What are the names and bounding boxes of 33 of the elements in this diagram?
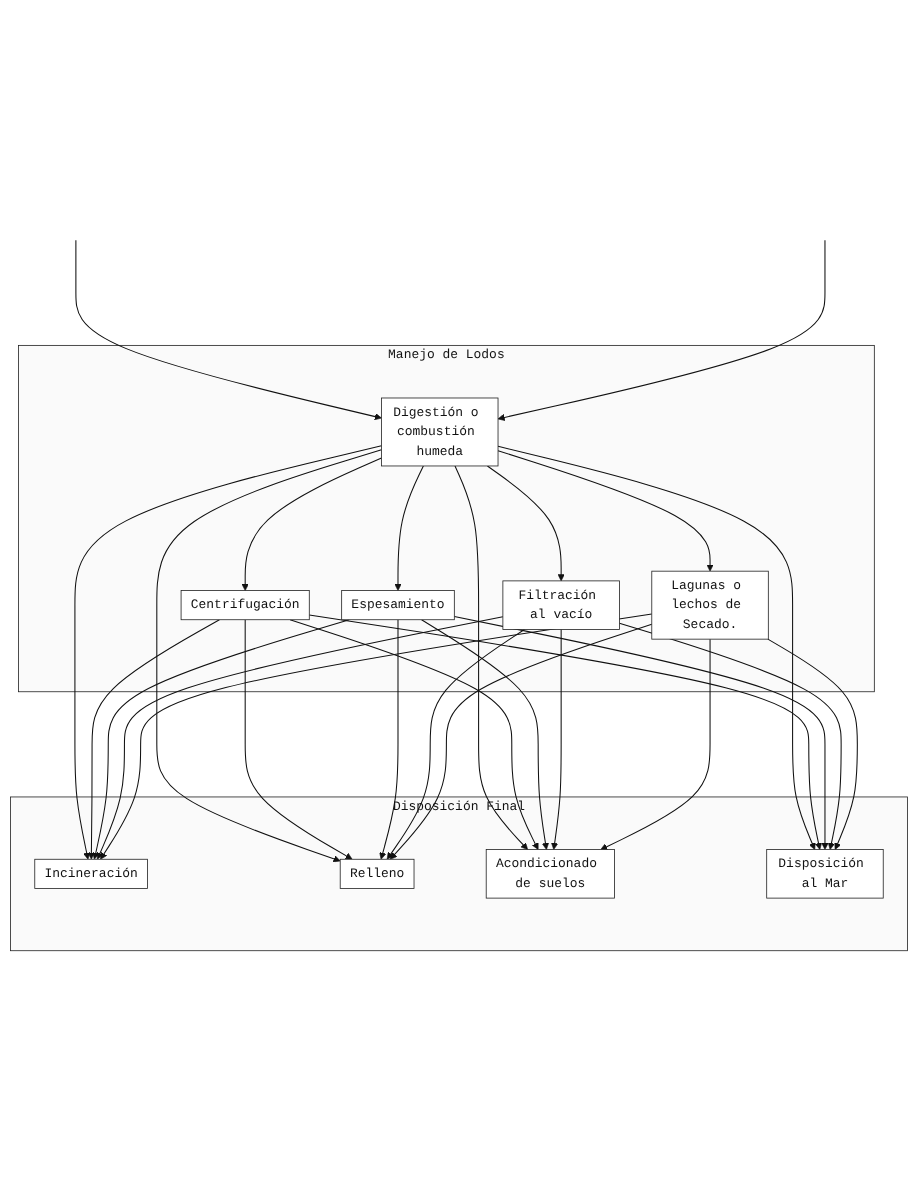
- arrow: [551, 628, 562, 850]
- node-box: [502, 579, 620, 630]
- arrow: [96, 615, 504, 859]
- arrow: [497, 239, 826, 421]
- arrow: [394, 464, 424, 591]
- arrow: [497, 445, 816, 850]
- arrow: [87, 618, 220, 859]
- arrow: [156, 448, 382, 862]
- arrow: [308, 613, 822, 850]
- node-box: [341, 589, 455, 620]
- node-box: [766, 848, 884, 898]
- arrow: [74, 444, 382, 859]
- node-box: [180, 589, 310, 620]
- arrow: [100, 612, 653, 859]
- arrow: [75, 239, 382, 420]
- arrow: [244, 618, 353, 859]
- arrow: [421, 618, 549, 850]
- arrow: [618, 622, 842, 850]
- arrow: [767, 638, 858, 850]
- arrow: [600, 638, 711, 850]
- arrow: [92, 618, 350, 859]
- arrow: [454, 464, 528, 850]
- node-box: [381, 397, 499, 466]
- node-box: [339, 858, 415, 889]
- node-box: [485, 848, 615, 898]
- arrow: [289, 618, 539, 850]
- arrow: [497, 449, 714, 571]
- arrow: [241, 456, 382, 591]
- arrow: [486, 464, 565, 581]
- node-box: [34, 858, 148, 889]
- arrow: [453, 615, 829, 850]
- arrow: [379, 618, 399, 859]
- node-box: [651, 570, 769, 639]
